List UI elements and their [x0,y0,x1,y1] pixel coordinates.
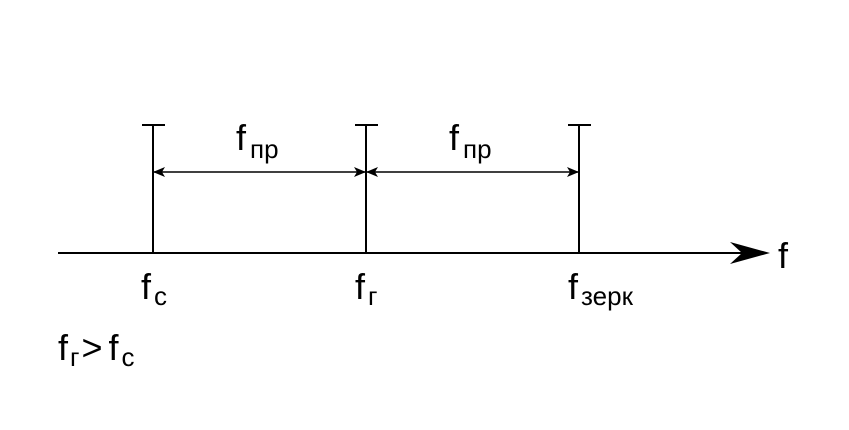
frequency-axis-label: f [778,235,789,276]
marker-image [568,124,591,253]
marker-heterodyne [355,124,378,253]
frequency-axis-arrow-icon [730,242,770,264]
marker-signal [142,124,165,253]
